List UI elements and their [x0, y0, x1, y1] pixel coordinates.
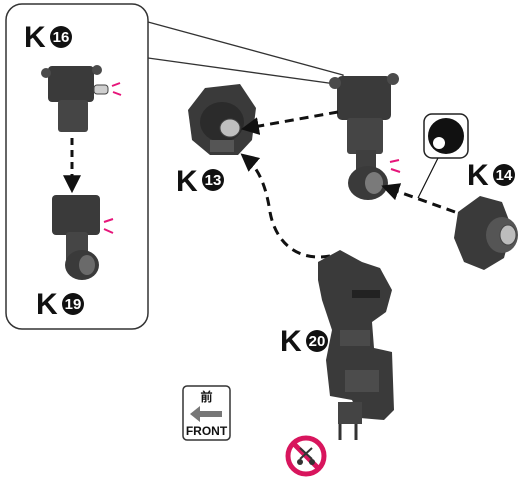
svg-text:K: K — [176, 165, 198, 198]
svg-text:13: 13 — [205, 172, 222, 189]
label-k14: K 14 — [467, 159, 515, 192]
callout-box — [5, 3, 344, 330]
part-k13 — [188, 84, 256, 155]
part-k19-assembled — [329, 73, 401, 200]
prohibited-cut-icon — [285, 435, 327, 477]
label-k16: K 16 — [24, 21, 72, 54]
svg-text:K: K — [24, 21, 46, 54]
svg-text:前: 前 — [200, 389, 212, 404]
svg-text:K: K — [280, 325, 302, 358]
zoom-circle-icon — [417, 113, 469, 199]
svg-text:19: 19 — [65, 296, 82, 313]
part-k20 — [318, 250, 394, 440]
dashed-arrow — [240, 153, 331, 259]
svg-text:K: K — [467, 159, 489, 192]
svg-text:FRONT: FRONT — [186, 424, 228, 438]
label-k19: K 19 — [36, 288, 84, 321]
part-k16 — [41, 65, 122, 132]
dashed-arrow — [240, 110, 339, 135]
svg-text:16: 16 — [53, 29, 70, 46]
svg-text:14: 14 — [496, 167, 513, 184]
dashed-arrow — [381, 183, 456, 214]
part-k19 — [52, 195, 114, 280]
svg-text:K: K — [36, 288, 58, 321]
label-k13: K 13 — [176, 165, 224, 198]
part-k14 — [454, 196, 518, 270]
label-k20: K 20 — [280, 325, 328, 358]
svg-text:20: 20 — [309, 333, 326, 350]
front-direction-icon: 前 FRONT — [182, 385, 231, 441]
